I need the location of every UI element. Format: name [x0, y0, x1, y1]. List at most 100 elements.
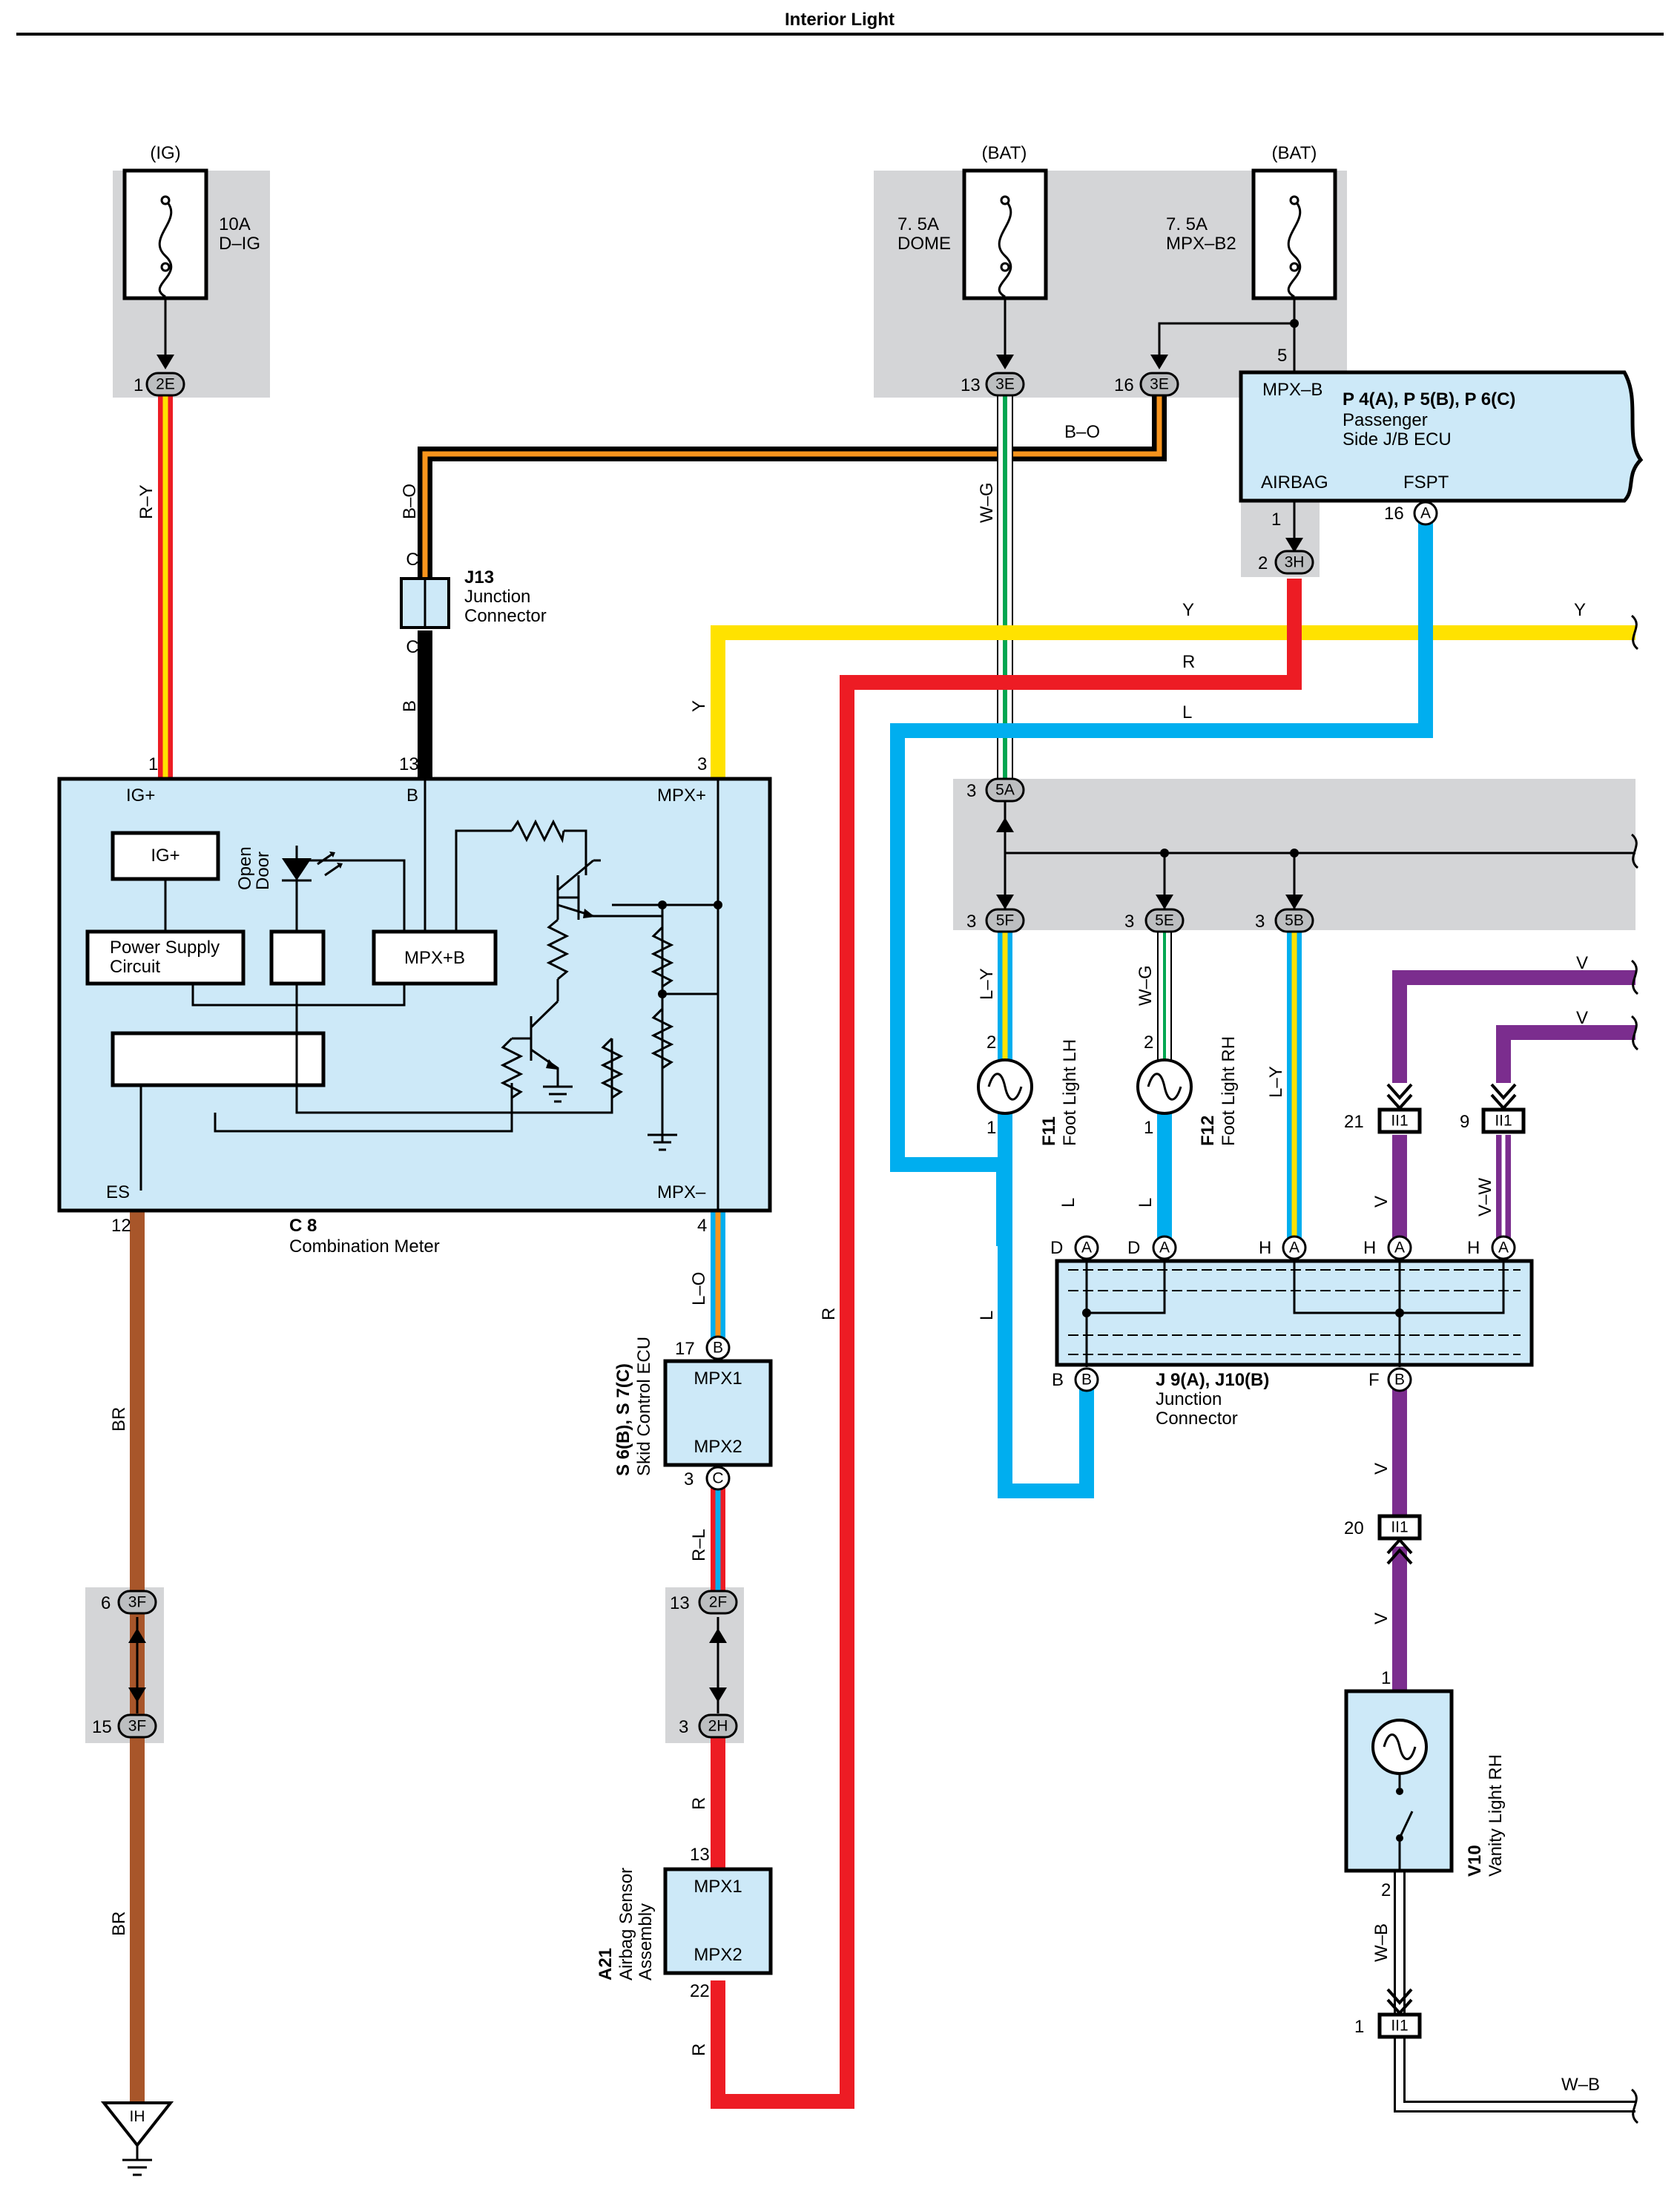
fuse-split-dot — [1290, 319, 1299, 328]
conn-5A: 5A — [985, 777, 1025, 803]
svg-text:B: B — [1394, 1371, 1405, 1389]
pin-jc-h1: A — [1282, 1235, 1307, 1260]
j13-c-top: C — [406, 550, 418, 570]
svg-text:5F: 5F — [996, 912, 1015, 929]
ecu-passenger-box — [1239, 370, 1644, 503]
ecu-name-2: Side J/B ECU — [1343, 429, 1452, 450]
pin-2-f11: 2 — [986, 1033, 996, 1053]
svg-text:II1: II1 — [1391, 1519, 1408, 1536]
pin-16-fspt: 16 — [1384, 504, 1404, 524]
wire-label-vw: V–W — [1475, 1178, 1495, 1216]
pin-jc-d1: A — [1074, 1235, 1099, 1260]
pin-15: 15 — [92, 1717, 112, 1737]
pin-3-5a: 3 — [966, 781, 976, 801]
wire-v1 — [1392, 970, 1635, 1083]
jc-code: J 9(A), J10(B) — [1156, 1370, 1269, 1390]
wire-label-r-low: R — [689, 2044, 709, 2056]
pin-13-a21: 13 — [690, 1845, 710, 1865]
conn-5E: 5E — [1144, 908, 1185, 933]
wire-label-v-4: V — [1371, 1463, 1391, 1475]
pin-jc-d1: D — [1050, 1238, 1063, 1258]
pin-16-3e: 16 — [1114, 375, 1134, 395]
wire-label-l-top: L — [1182, 702, 1192, 722]
wire-label-ly-2: L–Y — [1266, 1066, 1286, 1098]
junction-connector-internal — [1068, 1259, 1521, 1367]
v10-code: V10 — [1465, 1845, 1485, 1877]
svg-text:3E: 3E — [1150, 376, 1169, 393]
j13-code: J13 — [464, 567, 494, 587]
pin-13-b: 13 — [399, 754, 419, 774]
wire-label-v-1: V — [1576, 953, 1588, 973]
f12-code: F12 — [1198, 1116, 1218, 1146]
conn-3E-13: 3E — [985, 372, 1025, 397]
pin-jc-d2: A — [1152, 1235, 1177, 1260]
wire-v2 — [1496, 1025, 1635, 1083]
wire-label-v-3: V — [1371, 1196, 1391, 1208]
svg-text:2F: 2F — [709, 1594, 728, 1611]
ecu-name-1: Passenger — [1343, 410, 1428, 430]
ground-label: IH — [130, 2108, 145, 2125]
meter-pin-es: ES — [106, 1182, 130, 1202]
pin-3-5b: 3 — [1255, 912, 1265, 932]
pin-1-f12: 1 — [1144, 1118, 1153, 1138]
j13-connector — [400, 577, 450, 629]
jc-name-2: Connector — [1156, 1409, 1238, 1429]
airbag-mpx1: MPX1 — [694, 1877, 742, 1897]
fuse-dig-rating: 10A — [219, 214, 251, 234]
f11-name: Foot Light LH — [1060, 1039, 1080, 1146]
pin-21: 21 — [1344, 1112, 1364, 1132]
wire-label-wb-1: W–B — [1371, 1923, 1391, 1962]
svg-text:3E: 3E — [995, 376, 1015, 393]
ecu-pin-fspt: FSPT — [1403, 472, 1449, 493]
wire-wg-5e — [1157, 931, 1172, 1068]
pin-jc-h2: H — [1363, 1238, 1376, 1258]
pin-2-v10: 2 — [1381, 1880, 1391, 1900]
pin-skid-c: C — [705, 1466, 731, 1491]
wire-wb — [1394, 1871, 1635, 2113]
conn-2H: 2H — [698, 1713, 738, 1739]
v10-name: Vanity Light RH — [1486, 1754, 1506, 1877]
wire-bo — [418, 393, 1167, 579]
conn-ii1-21: II1 — [1377, 1083, 1422, 1134]
f12-name: Foot Light RH — [1219, 1036, 1239, 1146]
wire-label-bo-top: B–O — [1064, 422, 1100, 442]
airbag-name-2: Assembly — [636, 1903, 656, 1980]
svg-text:A: A — [1081, 1239, 1092, 1257]
pin-22: 22 — [690, 1981, 710, 2001]
meter-open-label: Open — [235, 846, 255, 890]
fuse-internal-lines — [164, 298, 1296, 371]
wire-label-y-side: Y — [689, 700, 709, 712]
wire-label-b: B — [400, 700, 420, 712]
ground-symbol — [100, 2101, 174, 2176]
wire-label-br-2: BR — [109, 1911, 129, 1936]
meter-pin-mpxp: MPX+ — [657, 786, 706, 806]
diagram-title: Interior Light — [785, 10, 895, 30]
svg-text:II1: II1 — [1391, 2018, 1408, 2035]
skid-ecu-box — [663, 1359, 773, 1467]
pin-1-airbag: 1 — [1271, 510, 1281, 530]
airbag-name-1: Airbag Sensor — [616, 1868, 636, 1980]
ecu-code: P 4(A), P 5(B), P 6(C) — [1343, 389, 1515, 409]
airbag-code: A21 — [596, 1948, 616, 1980]
pin-3-5e: 3 — [1124, 912, 1134, 932]
conn-ii1-9: II1 — [1481, 1083, 1526, 1134]
ecu-pin-mpxb: MPX–B — [1262, 380, 1322, 400]
fuse-mpxb2 — [1251, 168, 1337, 300]
meter-door-label: Door — [253, 852, 273, 890]
pin-fspt: A — [1413, 501, 1438, 526]
wire-label-lo: L–O — [689, 1272, 709, 1305]
pin-9: 9 — [1460, 1112, 1469, 1132]
pin-jc-h3: H — [1467, 1238, 1480, 1258]
pin-4-mpxm: 4 — [697, 1216, 707, 1236]
meter-code: C 8 — [289, 1216, 317, 1236]
wire-label-y-right: Y — [1574, 600, 1586, 620]
pin-13-2f: 13 — [670, 1593, 690, 1613]
pin-3-5f: 3 — [966, 912, 976, 932]
f11-code: F11 — [1039, 1116, 1059, 1146]
wire-label-bo-side: B–O — [400, 484, 420, 519]
airbag-mpx2: MPX2 — [694, 1945, 742, 1965]
meter-igbox-label: IG+ — [151, 846, 179, 866]
skid-mpx1: MPX1 — [694, 1369, 742, 1389]
svg-text:3F: 3F — [128, 1718, 147, 1735]
